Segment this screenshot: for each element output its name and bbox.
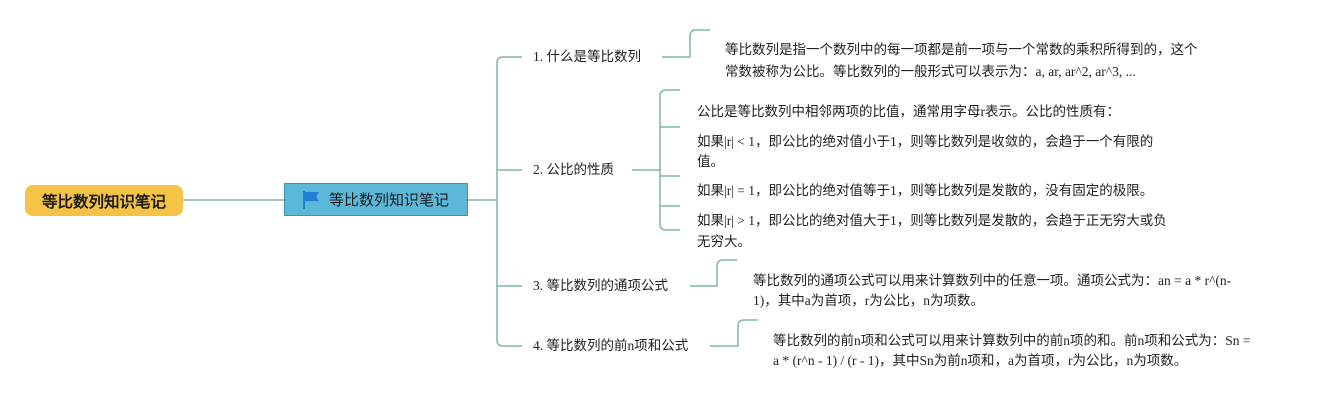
subtopic-line: 等比数列的通项公式可以用来计算数列中的任意一项。通项公式为：an = a * r… [753,273,1232,288]
subtopic-3-1[interactable]: 等比数列的通项公式可以用来计算数列中的任意一项。通项公式为：an = a * r… [753,271,1231,311]
topic-2[interactable]: 2. 公比的性质 [533,161,614,179]
subtopic-line: 等比数列是指一个数列中的每一项都是前一项与一个常数的乘积所得到的，这个 [725,42,1198,57]
subtopic-line: 无穷大。 [697,234,751,249]
root-topic-label: 等比数列知识笔记 [41,193,166,211]
topic-label: 1. 什么是等比数列 [533,49,641,64]
subtopic-line: 值。 [697,154,724,169]
subtopic-line: 如果|r| < 1，即公比的绝对值小于1，则等比数列是收敛的，会趋于一个有限的 [697,134,1154,149]
topic-label: 3. 等比数列的通项公式 [533,278,668,293]
subtopic-line: 如果|r| = 1，即公比的绝对值等于1，则等比数列是发散的，没有固定的极限。 [697,183,1154,198]
subtopic-line: 1)，其中a为首项，r为公比，n为项数。 [753,293,984,308]
subtopic-4-1[interactable]: 等比数列的前n项和公式可以用来计算数列中的前n项的和。前n项和公式为：Sn = … [773,331,1251,371]
subtopic-line: 如果|r| > 1，即公比的绝对值大于1，则等比数列是发散的，会趋于正无穷大或负 [697,213,1167,228]
connector-trunk [496,56,522,347]
connector-topic-3 [690,259,737,287]
topic-1[interactable]: 1. 什么是等比数列 [533,48,641,66]
subtopic-2-1[interactable]: 公比是等比数列中相邻两项的比值，通常用字母r表示。公比的性质有： [697,102,1120,122]
topic-label: 4. 等比数列的前n项和公式 [533,338,689,353]
central-topic[interactable]: 等比数列知识笔记 [284,183,468,216]
subtopic-1-1[interactable]: 等比数列是指一个数列中的每一项都是前一项与一个常数的乘积所得到的，这个 常数被称… [725,39,1198,83]
topic-3[interactable]: 3. 等比数列的通项公式 [533,277,668,295]
subtopic-2-2[interactable]: 如果|r| < 1，即公比的绝对值小于1，则等比数列是收敛的，会趋于一个有限的 … [697,132,1153,172]
connector-topic-1 [662,29,710,58]
subtopic-2-4[interactable]: 如果|r| > 1，即公比的绝对值大于1，则等比数列是发散的，会趋于正无穷大或负… [697,210,1167,252]
connector-topic-4 [710,319,758,347]
subtopic-line: a * (r^n - 1) / (r - 1)，其中Sn为前n项和，a为首项，r… [773,353,1188,368]
subtopic-2-3[interactable]: 如果|r| = 1，即公比的绝对值等于1，则等比数列是发散的，没有固定的极限。 [697,181,1153,201]
subtopic-line: 常数被称为公比。等比数列的一般形式可以表示为：a, ar, ar^2, ar^3… [725,64,1136,79]
flag-icon [303,190,319,209]
topic-label: 2. 公比的性质 [533,162,614,177]
subtopic-line: 等比数列的前n项和公式可以用来计算数列中的前n项的和。前n项和公式为：Sn = [773,333,1251,348]
topic-4[interactable]: 4. 等比数列的前n项和公式 [533,337,688,355]
connector-topic-2-bracket [659,89,680,231]
subtopic-line: 公比是等比数列中相邻两项的比值，通常用字母r表示。公比的性质有： [697,104,1120,119]
root-topic[interactable]: 等比数列知识笔记 [25,185,183,216]
central-topic-label: 等比数列知识笔记 [329,192,450,209]
